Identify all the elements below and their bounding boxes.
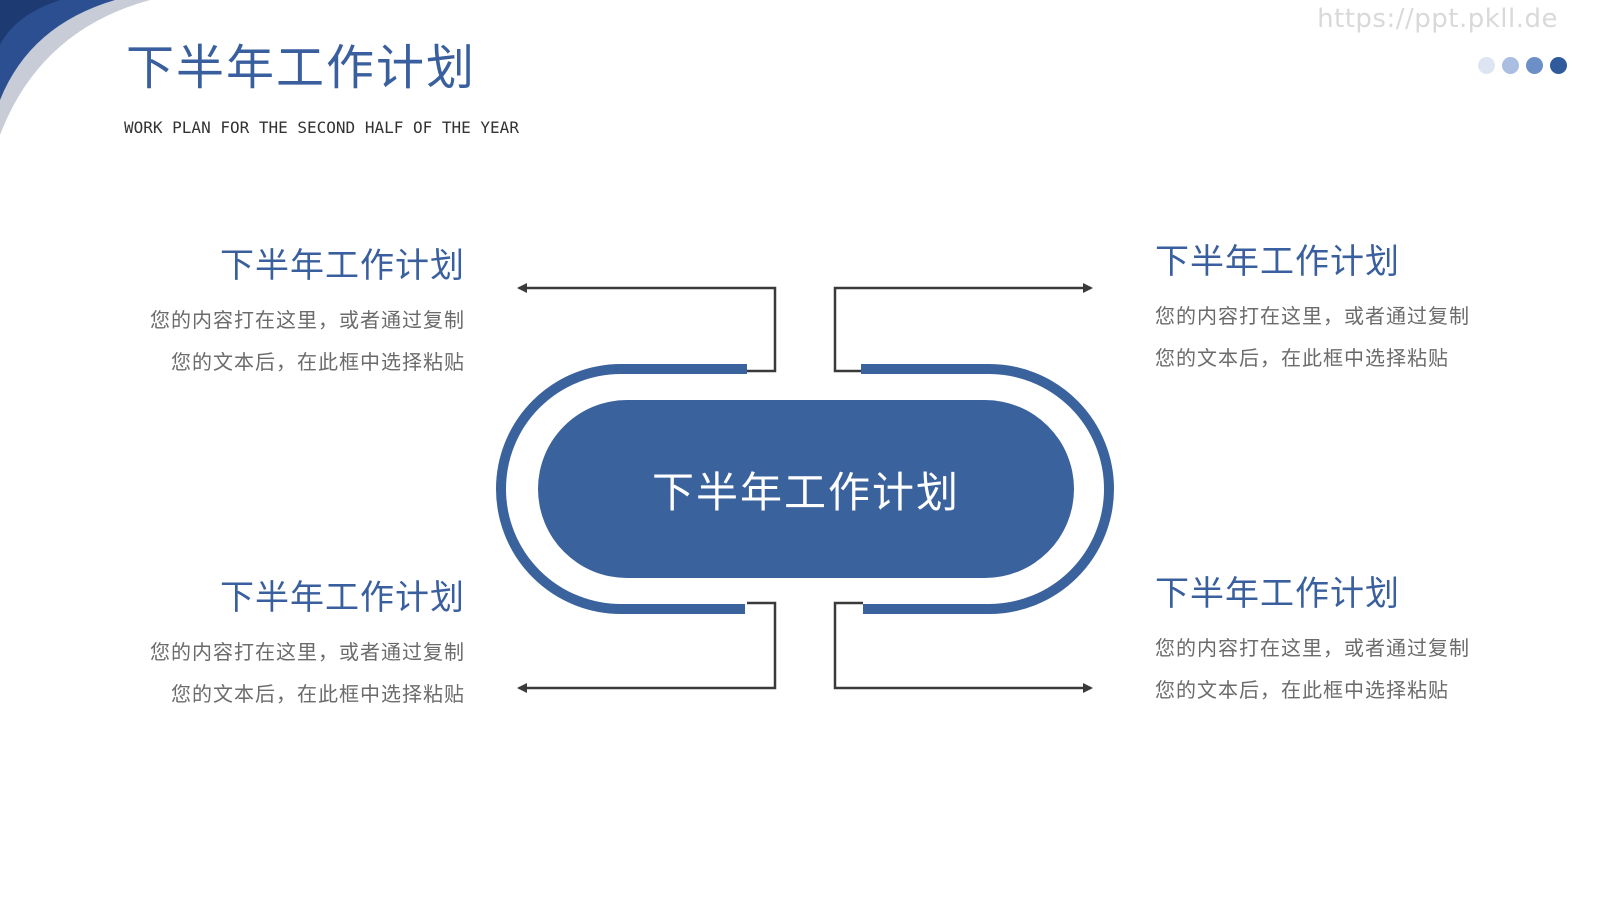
block-text: 您的内容打在这里，或者通过复制您的文本后，在此框中选择粘贴	[1155, 635, 1470, 702]
decor-dot	[1502, 57, 1519, 74]
watermark-url: https://ppt.pkll.de	[1317, 4, 1558, 34]
text-block-top-right: 下半年工作计划 您的内容打在这里，或者通过复制您的文本后，在此框中选择粘贴	[1155, 242, 1475, 379]
outer-ring-left	[496, 364, 747, 614]
text-block-top-left: 下半年工作计划 您的内容打在这里，或者通过复制您的文本后，在此框中选择粘贴	[145, 246, 465, 383]
connector-arrow-top-right	[833, 283, 1093, 373]
block-title: 下半年工作计划	[1155, 574, 1400, 614]
page-title: 下半年工作计划	[126, 40, 477, 96]
corner-swoosh-decoration	[0, 0, 150, 135]
connector-arrow-top-left	[517, 283, 777, 373]
center-pill	[538, 400, 1074, 578]
page-subtitle: WORK PLAN FOR THE SECOND HALF OF THE YEA…	[124, 118, 519, 137]
block-text: 您的内容打在这里，或者通过复制您的文本后，在此框中选择粘贴	[1155, 303, 1470, 370]
block-title: 下半年工作计划	[220, 578, 465, 618]
outer-ring-right	[861, 364, 1114, 614]
decor-dot	[1550, 57, 1567, 74]
block-text: 您的内容打在这里，或者通过复制您的文本后，在此框中选择粘贴	[150, 307, 465, 374]
connector-arrow-bottom-left	[517, 601, 777, 693]
text-block-bottom-right: 下半年工作计划 您的内容打在这里，或者通过复制您的文本后，在此框中选择粘贴	[1155, 574, 1475, 711]
center-label: 下半年工作计划	[651, 467, 960, 517]
block-title: 下半年工作计划	[220, 246, 465, 286]
text-block-bottom-left: 下半年工作计划 您的内容打在这里，或者通过复制您的文本后，在此框中选择粘贴	[145, 578, 465, 715]
block-title: 下半年工作计划	[1155, 242, 1400, 282]
decor-dot	[1478, 57, 1495, 74]
decor-dot	[1526, 57, 1543, 74]
connector-arrow-bottom-right	[833, 601, 1093, 693]
block-text: 您的内容打在这里，或者通过复制您的文本后，在此框中选择粘贴	[150, 639, 465, 706]
decor-dots	[1478, 57, 1567, 74]
